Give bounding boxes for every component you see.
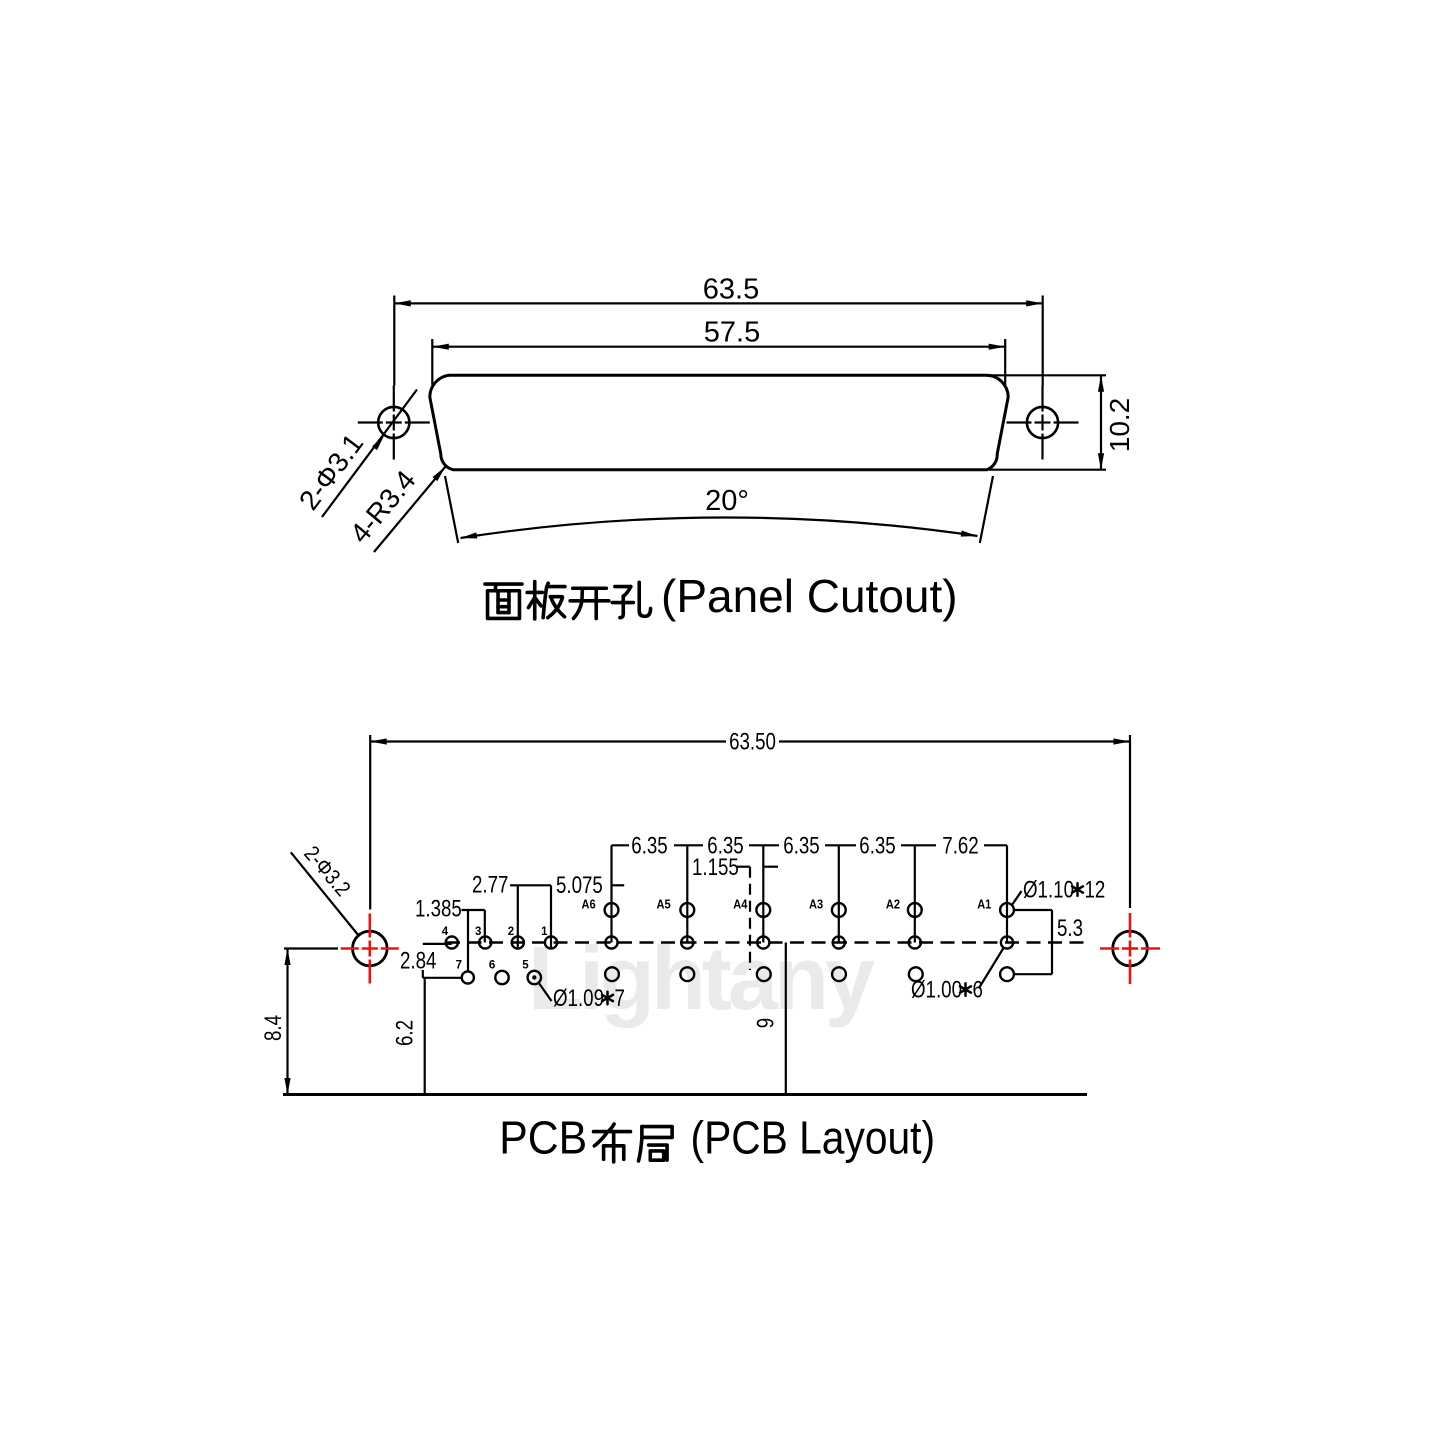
- svg-text:1.155: 1.155: [692, 854, 739, 881]
- svg-text:6.35: 6.35: [783, 832, 819, 859]
- svg-text:9: 9: [752, 1018, 779, 1028]
- svg-text:Ø1.09: Ø1.09: [553, 985, 604, 1012]
- svg-text:57.5: 57.5: [704, 317, 760, 349]
- svg-text:A6: A6: [582, 897, 596, 912]
- svg-text:6: 6: [489, 960, 495, 972]
- svg-text:3: 3: [475, 926, 481, 938]
- svg-text:7: 7: [615, 985, 625, 1012]
- svg-text:20°: 20°: [705, 485, 749, 517]
- svg-text:5: 5: [522, 960, 529, 972]
- svg-text:(PCB Layout): (PCB Layout): [691, 1113, 936, 1164]
- svg-text:PCB: PCB: [499, 1113, 587, 1164]
- svg-text:12: 12: [1085, 876, 1106, 903]
- svg-text:7.62: 7.62: [942, 832, 978, 859]
- svg-text:63.5: 63.5: [703, 274, 759, 306]
- svg-text:A2: A2: [886, 897, 900, 912]
- svg-text:Ø1.00: Ø1.00: [911, 976, 962, 1003]
- svg-text:5.075: 5.075: [556, 872, 603, 899]
- svg-text:A5: A5: [657, 897, 671, 912]
- svg-text:Ø1.10: Ø1.10: [1023, 876, 1074, 903]
- svg-text:A1: A1: [977, 897, 991, 912]
- svg-text:63.50: 63.50: [729, 728, 776, 755]
- svg-text:2.77: 2.77: [472, 871, 508, 898]
- svg-text:4: 4: [442, 926, 449, 938]
- svg-text:6.35: 6.35: [631, 832, 667, 859]
- svg-text:A3: A3: [809, 897, 823, 912]
- svg-text:6.35: 6.35: [707, 832, 743, 859]
- svg-text:5.3: 5.3: [1057, 915, 1083, 942]
- svg-text:2.84: 2.84: [400, 947, 436, 974]
- svg-text:7: 7: [456, 960, 462, 972]
- svg-text:6.35: 6.35: [859, 832, 895, 859]
- svg-text:1.385: 1.385: [415, 895, 462, 922]
- svg-text:6: 6: [973, 976, 983, 1003]
- svg-text:A4: A4: [733, 897, 747, 912]
- svg-text:(Panel Cutout): (Panel Cutout): [661, 570, 958, 622]
- svg-text:Lightany: Lightany: [528, 929, 875, 1029]
- svg-text:10.2: 10.2: [1104, 398, 1135, 453]
- svg-text:8.4: 8.4: [260, 1015, 287, 1041]
- svg-text:1: 1: [541, 926, 548, 938]
- svg-text:6.2: 6.2: [391, 1020, 418, 1046]
- svg-text:2: 2: [508, 926, 514, 938]
